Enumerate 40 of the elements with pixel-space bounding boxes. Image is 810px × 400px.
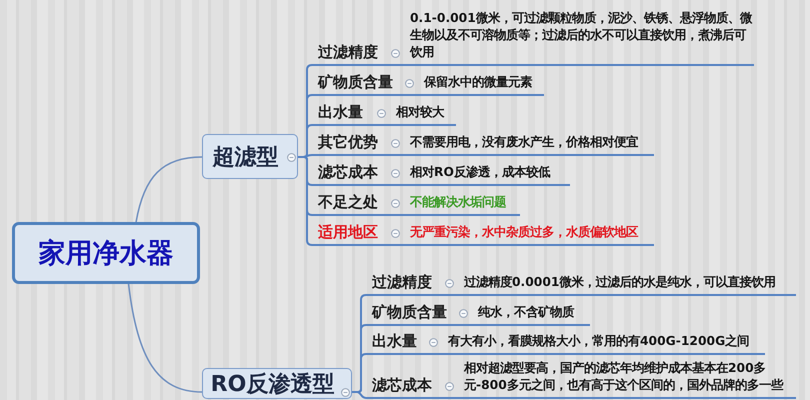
topic-label: 其它优势 xyxy=(312,132,388,156)
note-text: 有大有小，看膜规格大小，常用的有400G-1200G之间 xyxy=(440,331,765,355)
branch-line xyxy=(388,154,402,156)
note-text: 保留水中的微量元素 xyxy=(416,72,544,96)
branch-line xyxy=(374,124,388,126)
note-text: 0.1-0.001微米，可过滤颗粒物质，泥沙、铁锈、悬浮物质、微生物以及不可溶物质等；过滤后的水不可以直接饮用，煮沸后可饮用 xyxy=(402,8,754,66)
curved-connector xyxy=(128,284,202,393)
note-text: 不能解决水垢问题 xyxy=(402,192,520,216)
topic-label: 滤芯成本 xyxy=(366,375,442,399)
main-topic-box: RO反渗透型 xyxy=(202,368,352,399)
topic-label: 滤芯成本 xyxy=(312,162,388,186)
topic-label: 出水量 xyxy=(312,102,374,126)
topic-label: 过滤精度 xyxy=(366,272,442,296)
branch-line xyxy=(456,324,470,326)
topic-label: 适用地区 xyxy=(312,222,388,246)
branch-line xyxy=(388,184,402,186)
branch-line xyxy=(388,64,402,66)
curved-connector xyxy=(135,156,202,222)
note-text: 过滤精度0.0001微米，过滤后的水是纯水，可以直接饮用 xyxy=(456,272,796,296)
branch-line xyxy=(388,244,402,246)
topic-label: 过滤精度 xyxy=(312,42,388,66)
note-text: 不需要用电，没有废水产生，价格相对便宜 xyxy=(402,132,654,156)
topic-label: 出水量 xyxy=(366,331,426,355)
branch-line xyxy=(442,294,456,296)
branch-line xyxy=(402,94,416,96)
branch-line xyxy=(352,391,366,399)
main-topic-box: 超滤型 xyxy=(202,134,298,179)
note-text: 纯水，不含矿物质 xyxy=(470,302,590,326)
note-text: 相对RO反渗透，成本较低 xyxy=(402,162,570,186)
topic-label: 矿物质含量 xyxy=(366,302,456,326)
note-text: 相对超滤型要高，国产的滤芯年均维护成本基本在200多元-800多元之间，也有高于这个区间的，国外品牌的多一些 xyxy=(456,357,796,399)
topic-label: 不足之处 xyxy=(312,192,388,216)
branch-line xyxy=(298,156,312,246)
note-text: 无严重污染，水中杂质过多，水质偏软地区 xyxy=(402,222,654,246)
branch-line xyxy=(426,353,440,355)
branch-line xyxy=(442,397,456,399)
branch-line xyxy=(388,214,402,216)
note-text: 相对较大 xyxy=(388,102,456,126)
central-topic-box: 家用净水器 xyxy=(12,222,200,284)
topic-label: 矿物质含量 xyxy=(312,72,402,96)
